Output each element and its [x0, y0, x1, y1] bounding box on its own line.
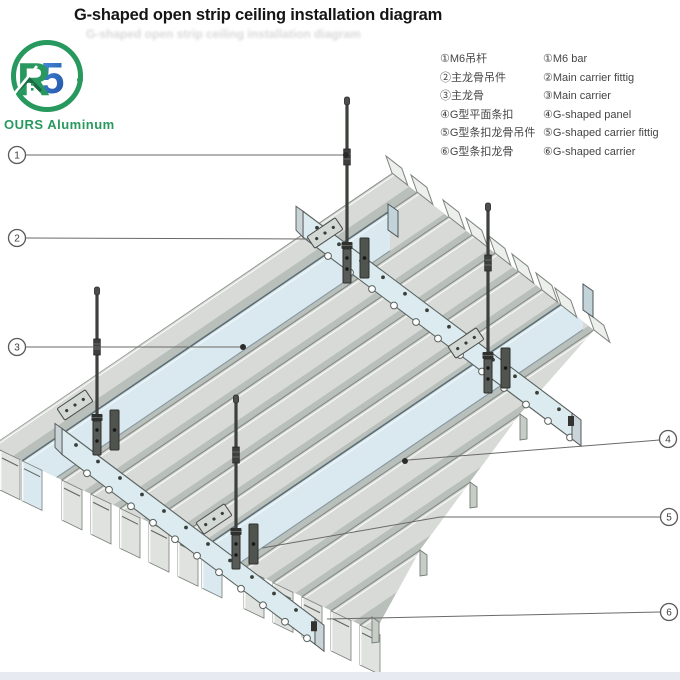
g-shaped-panel	[0, 173, 594, 472]
main-carrier-fitting	[196, 503, 232, 535]
callout-circle	[659, 507, 679, 527]
callout-3: 3	[7, 337, 246, 357]
legend-row-4: ④G型平面条扣 ④G-shaped panel	[440, 106, 659, 125]
callout-circle	[658, 429, 678, 449]
strip-upturned-ends	[384, 154, 611, 344]
panel-upturned-end	[409, 173, 434, 206]
legend-num: ⑥	[543, 145, 553, 158]
legend-row-6: ⑥G型条扣龙骨 ⑥G-shaped carrier	[440, 143, 659, 162]
legend-row-3: ③主龙骨 ③Main carrier	[440, 87, 659, 106]
panel-front-face	[0, 449, 21, 501]
legend-num: ⑤	[440, 127, 450, 140]
logo-ring	[11, 40, 83, 112]
legend-num: ④	[440, 108, 450, 121]
panel-upturned-end	[586, 311, 611, 344]
legend-num: ③	[440, 90, 451, 103]
callout-circle	[7, 145, 27, 165]
main-carrier-fitting	[57, 389, 93, 421]
legend-row-5: ⑤G型条扣龙骨吊件 ⑤G-shaped carrier fittig	[440, 124, 659, 143]
legend-zh: G型条扣龙骨吊件	[449, 127, 536, 140]
main-carrier-fitting	[448, 327, 484, 359]
company-logo: 5 R	[11, 40, 83, 112]
legend-en: Main carrier	[552, 90, 611, 103]
legend-zh: G型条扣龙骨	[449, 145, 514, 158]
panel-upturned-end	[553, 286, 578, 319]
legend-row-2: ②主龙骨吊件 ②Main carrier fittig	[440, 69, 659, 88]
panel-front-face	[90, 493, 112, 545]
logo-digit-5: 5	[40, 54, 64, 103]
panel-upturned-end	[441, 198, 466, 231]
hanger-assembly	[57, 286, 120, 456]
legend-num: ⑥	[440, 145, 450, 158]
callout-circle	[7, 228, 27, 248]
panel-upturned-end	[464, 216, 489, 249]
panel-upturned-end	[384, 154, 409, 187]
legend-row-1: ①M6吊杆 ①M6 bar	[440, 50, 659, 69]
callout-number: 5	[666, 513, 672, 524]
bottom-strip	[0, 672, 680, 680]
callout-1: 1	[7, 145, 349, 165]
g-shaped-panel	[0, 482, 470, 632]
hanger-assembly	[448, 202, 511, 394]
legend-zh: M6吊杆	[449, 53, 488, 65]
g-shaped-carrier	[54, 422, 325, 653]
company-name: OURS Aluminum	[4, 117, 115, 132]
panel-front-face	[119, 507, 141, 559]
callout-4: 4	[402, 429, 678, 464]
legend-zh: 主龙骨	[451, 90, 484, 103]
legend: ①M6吊杆 ①M6 bar ②主龙骨吊件 ②Main carrier fitti…	[440, 50, 659, 162]
legend-num: ③	[543, 90, 553, 103]
callout-number: 2	[14, 234, 20, 245]
legend-en: G-shaped carrier fittig	[552, 127, 659, 140]
main-carrier-fitting	[307, 217, 343, 249]
panel-front-face	[330, 610, 352, 662]
panel-upturned-end	[510, 252, 535, 285]
logo-dot	[31, 83, 34, 86]
callout-number: 3	[14, 343, 20, 354]
callout-circle	[659, 602, 679, 622]
callout-6: 6	[326, 602, 679, 622]
callout-number: 6	[666, 608, 672, 619]
legend-num: ①	[440, 53, 450, 65]
panel-upturned-end	[534, 271, 559, 304]
legend-zh: G型平面条扣	[449, 108, 514, 121]
panel-front-face	[61, 479, 83, 531]
callout-number: 1	[14, 151, 20, 162]
page-title: G-shaped open strip ceiling installation…	[74, 6, 443, 24]
legend-zh: 主龙骨吊件	[451, 71, 506, 84]
logo-slash	[12, 65, 39, 95]
legend-num: ④	[543, 108, 553, 121]
legend-num: ①	[543, 53, 553, 65]
ghost-subtitle: G-shaped open strip ceiling installation…	[86, 27, 361, 41]
legend-en: G-shaped carrier	[552, 145, 636, 158]
legend-num: ②	[543, 71, 553, 84]
callout-circle	[7, 337, 27, 357]
carrier-front-face	[21, 460, 43, 512]
legend-en: Main carrier fittig	[552, 71, 635, 84]
panel-upturned-end	[487, 234, 512, 267]
main-carrier-end-caps	[387, 203, 594, 318]
legend-num: ②	[440, 71, 451, 84]
callout-number: 4	[665, 435, 671, 446]
hanger-assembly	[196, 394, 259, 570]
logo-letter-r: R	[17, 53, 50, 105]
callout-2: 2	[7, 228, 309, 248]
hanger-assembly	[307, 96, 370, 284]
legend-en: G-shaped panel	[552, 108, 632, 121]
legend-num: ⑤	[543, 127, 553, 140]
panel-cut-ends	[371, 413, 528, 644]
legend-en: M6 bar	[552, 53, 588, 65]
logo-ring-dot	[77, 77, 83, 83]
callout-5: 5	[261, 507, 679, 549]
logo-dot	[31, 88, 34, 91]
